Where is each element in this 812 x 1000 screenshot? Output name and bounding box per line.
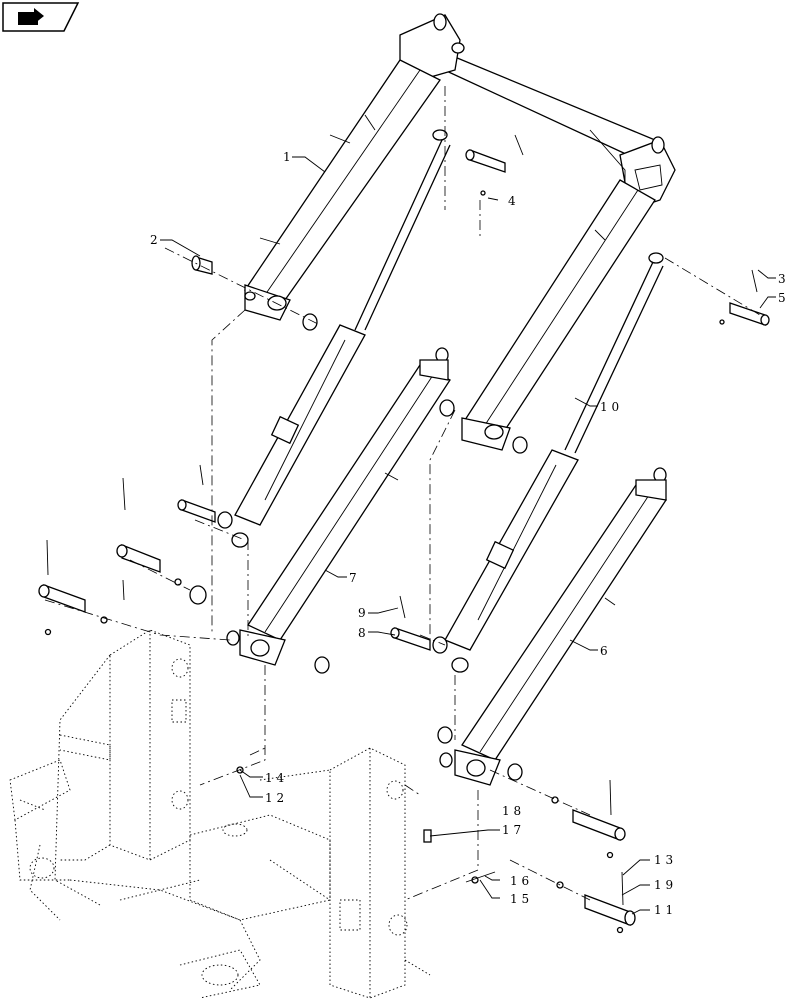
callout-4: 4 bbox=[508, 194, 516, 208]
loader-frame bbox=[9, 629, 431, 999]
leader-lines bbox=[160, 156, 776, 915]
callout-10: 1 0 bbox=[600, 400, 619, 414]
cylinder-10 bbox=[432, 252, 664, 673]
cylinder-rod-left bbox=[217, 129, 451, 548]
bushing-left-mid bbox=[189, 399, 455, 674]
pin-5 bbox=[719, 269, 770, 326]
callout-11: 1 1 bbox=[654, 903, 673, 917]
callout-15: 1 5 bbox=[510, 892, 529, 906]
callout-6: 6 bbox=[600, 644, 608, 658]
callout-2: 2 bbox=[150, 233, 158, 247]
callout-12: 1 2 bbox=[265, 791, 284, 805]
alignment-lines bbox=[44, 86, 761, 901]
callout-18: 1 8 bbox=[502, 804, 521, 818]
pin-group-right bbox=[236, 595, 636, 934]
callout-8: 8 bbox=[358, 626, 366, 640]
callout-17: 1 7 bbox=[502, 823, 521, 837]
callout-9: 9 bbox=[358, 606, 366, 620]
loader-arm-assembly bbox=[243, 13, 676, 451]
cylinder-7 bbox=[226, 347, 451, 666]
callout-3: 3 bbox=[778, 272, 786, 286]
bushing-right-mid bbox=[437, 436, 528, 781]
pin-group-left bbox=[38, 464, 216, 636]
bushing-2 bbox=[191, 255, 213, 275]
callout-7: 7 bbox=[349, 571, 357, 585]
pin-4 bbox=[465, 134, 524, 196]
callout-5: 5 bbox=[778, 291, 786, 305]
callout-14: 1 4 bbox=[265, 771, 284, 785]
bushing-upper-right bbox=[302, 313, 318, 331]
callout-16: 1 6 bbox=[510, 874, 529, 888]
callout-1: 1 bbox=[283, 150, 291, 164]
callouts: 1 2 4 3 5 1 0 7 9 8 6 1 4 1 2 1 8 1 7 1 … bbox=[150, 150, 786, 917]
cylinder-6 bbox=[439, 467, 667, 786]
callout-13: 1 3 bbox=[654, 853, 673, 867]
next-page-arrow-icon[interactable] bbox=[2, 2, 80, 32]
callout-19: 1 9 bbox=[654, 878, 673, 892]
